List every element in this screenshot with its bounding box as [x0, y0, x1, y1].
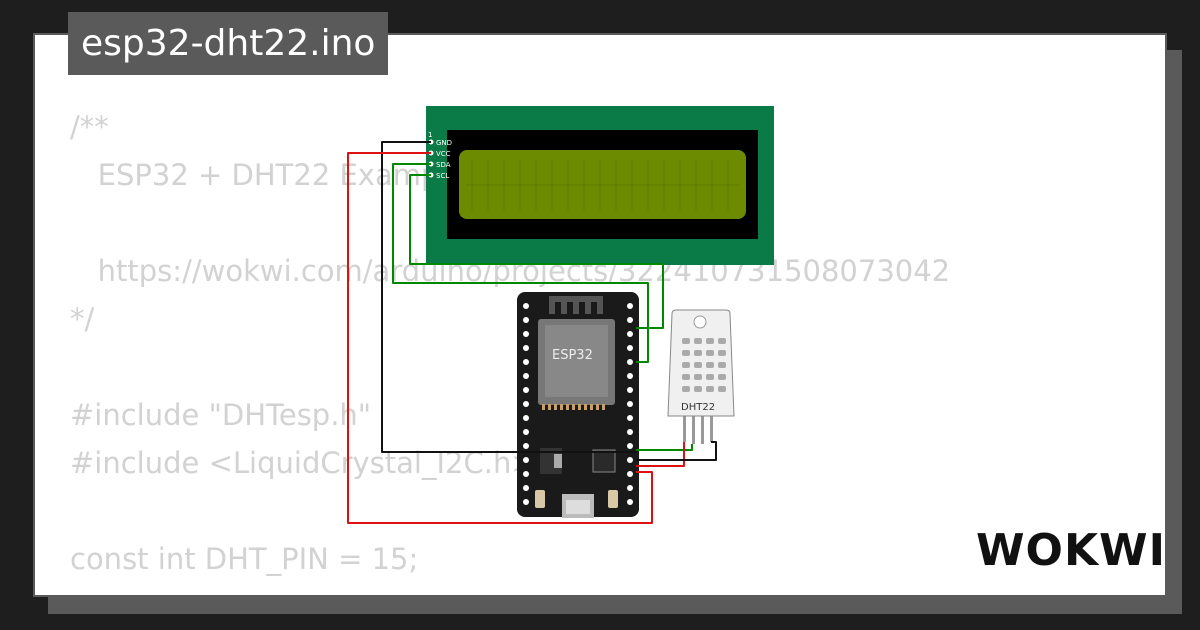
code-line: const int DHT_PIN = 15;: [70, 542, 419, 576]
wires: [347, 141, 717, 524]
lcd-pin-sda: SDA: [436, 161, 451, 169]
wire-scl: [409, 174, 664, 329]
file-title: esp32-dht22.ino: [68, 12, 389, 75]
code-line: /**: [70, 110, 109, 144]
wire-sda: [392, 163, 649, 363]
esp32-label: ESP32: [552, 348, 593, 363]
code-line: */: [70, 302, 95, 336]
dht22-sensor[interactable]: DHT22: [667, 309, 735, 444]
esp32-board[interactable]: ESP32: [517, 292, 639, 518]
wire-gnd: [381, 141, 636, 453]
wire-dht-vcc: [636, 442, 685, 467]
dht22-label: DHT22: [681, 402, 715, 413]
wire-dht-data: [636, 444, 693, 451]
lcd-pin-vcc: VCC: [436, 150, 451, 158]
wire-dht-gnd: [636, 441, 717, 461]
lcd-pin-scl: SCL: [436, 172, 449, 180]
code-line: #include "DHTesp.h": [70, 398, 372, 432]
lcd-pin-one: 1: [428, 131, 432, 139]
wire-vcc: [347, 152, 653, 524]
wokwi-logo: WOKWI: [976, 525, 1166, 576]
lcd-display[interactable]: 1 GND VCC SDA SCL: [426, 106, 774, 265]
lcd-pin-gnd: GND: [436, 139, 452, 147]
